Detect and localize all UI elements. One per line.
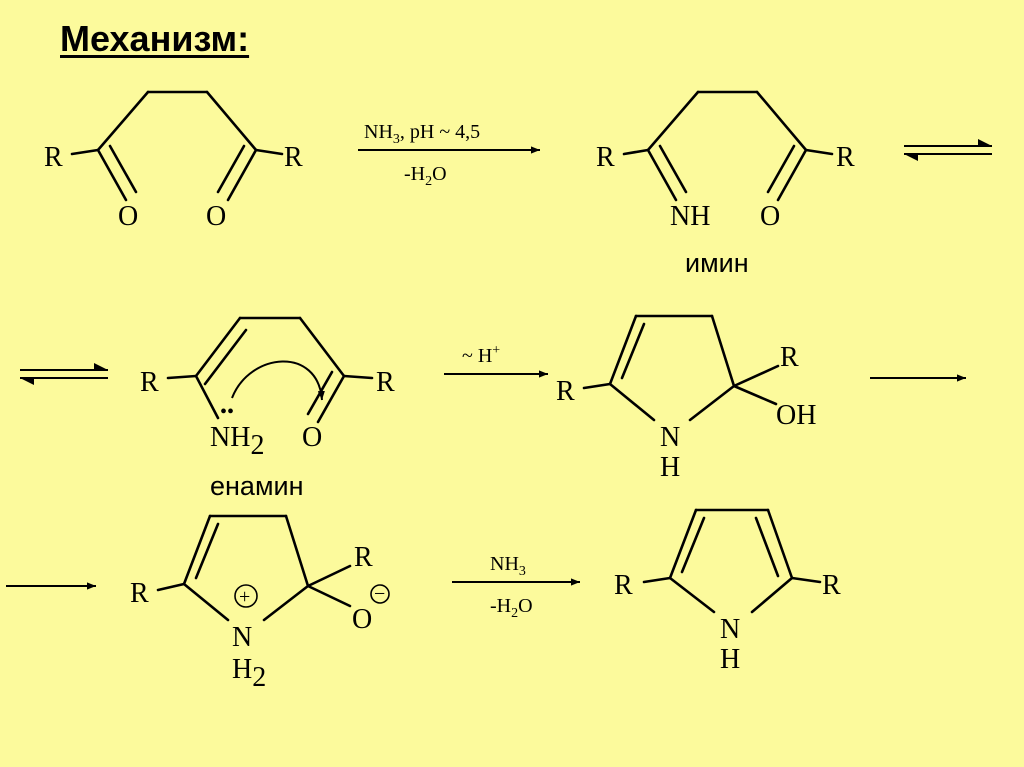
arrow-5-bottom-condition: -H2O: [490, 595, 533, 621]
r-group-label: R: [284, 142, 303, 173]
equilibrium-arrow-2: [20, 363, 108, 385]
negative-charge-icon: [370, 584, 390, 604]
imine-structure: R R NH O имин: [596, 90, 855, 278]
ring-nitrogen-label: N: [720, 614, 740, 645]
amine-label: NH2: [210, 422, 264, 461]
ring-nh-hydrogen-label: H: [720, 644, 740, 675]
r-group-label: R: [822, 570, 841, 601]
r-group-label: R: [614, 570, 633, 601]
oxide-label: O: [352, 604, 372, 635]
hydroxyl-label: OH: [776, 400, 816, 431]
positive-charge-sign: +: [239, 586, 250, 608]
diketone-structure: R R O O: [44, 90, 303, 232]
ring-nh-hydrogen-label: H: [660, 452, 680, 483]
zwitterion-structure: R R O − + N H2: [130, 514, 390, 693]
r-group-label: R: [130, 578, 149, 609]
r-group-label: R: [354, 542, 373, 573]
arrow-1-top-condition: NH3, pH ~ 4,5: [364, 121, 480, 147]
imine-caption: имин: [685, 248, 749, 278]
r-group-label: R: [596, 142, 615, 173]
r-group-label: R: [376, 367, 395, 398]
negative-charge-sign: −: [374, 583, 385, 605]
equilibrium-arrow-1: [904, 139, 992, 161]
positive-charge-icon: [234, 584, 258, 608]
r-group-label: R: [780, 342, 799, 373]
reaction-arrow-3: ~ H+: [444, 343, 548, 378]
oxygen-label: O: [118, 201, 138, 232]
oxygen-label: O: [206, 201, 226, 232]
lone-pair-dots: ••: [220, 401, 234, 423]
enamine-structure: R R •• NH2 O енамин: [140, 316, 395, 501]
arrow-3-top-condition: ~ H+: [462, 343, 500, 367]
ring-nh2-label: H2: [232, 654, 266, 693]
r-group-label: R: [140, 367, 159, 398]
page-title: Механизм:: [60, 18, 250, 59]
ring-nitrogen-label: N: [660, 422, 680, 453]
hemiaminal-structure: R R OH N H: [556, 314, 816, 483]
reaction-arrow-1: NH3, pH ~ 4,5 -H2O: [358, 121, 540, 189]
enamine-caption: енамин: [210, 471, 304, 501]
pyrrole-structure: R R N H: [614, 508, 841, 675]
r-group-label: R: [836, 142, 855, 173]
arrow-1-bottom-condition: -H2O: [404, 163, 447, 189]
imine-nh-label: NH: [670, 201, 710, 232]
oxygen-label: O: [302, 422, 322, 453]
reaction-arrow-5: NH3 -H2O: [452, 553, 580, 621]
oxygen-label: O: [760, 201, 780, 232]
r-group-label: R: [556, 376, 575, 407]
arrow-5-top-condition: NH3: [490, 553, 526, 579]
r-group-label: R: [44, 142, 63, 173]
ring-nitrogen-label: N: [232, 622, 252, 653]
